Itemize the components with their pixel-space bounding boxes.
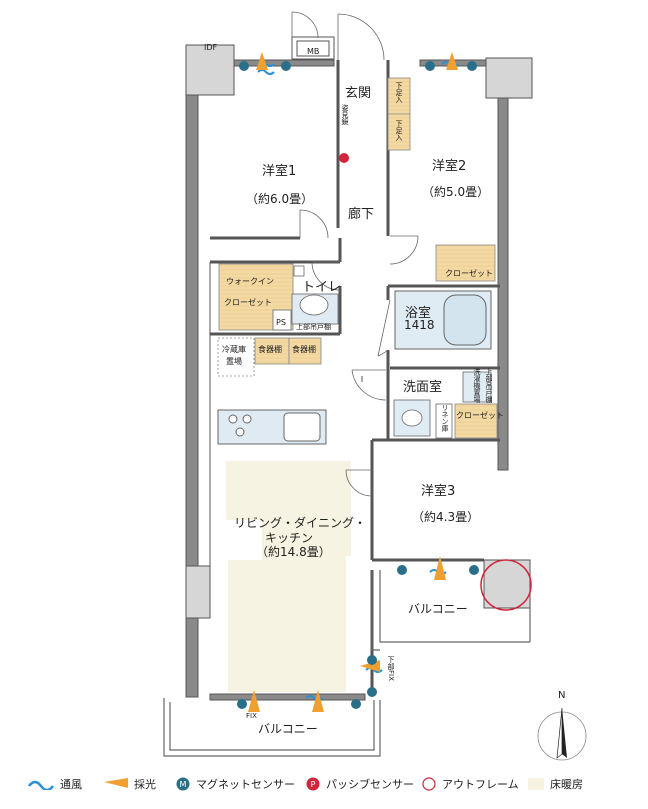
kitchen-counter [217, 409, 327, 445]
bathtub [394, 290, 492, 350]
linen-label: リネン庫 [441, 404, 449, 432]
svg-text:P: P [311, 780, 316, 789]
room-western1-title: 洋室1 [262, 164, 297, 179]
room-hallway: 廊下 [348, 207, 375, 222]
svg-text:M: M [180, 780, 187, 789]
legend-ventilation: 通風 [60, 778, 82, 791]
room-ldk-area: （約14.8畳） [256, 545, 331, 559]
legend-item-outframe: アウトフレーム [422, 774, 519, 794]
closets [217, 77, 498, 439]
legend-outframe: アウトフレーム [442, 778, 519, 791]
room-western2-title: 洋室2 [432, 159, 467, 174]
legend-item-magnet: M マグネットセンサー [176, 774, 295, 794]
door-swings [299, 209, 419, 497]
walkin-label-2: クローゼット [224, 298, 272, 307]
mb-label: MB [307, 47, 320, 56]
washing-machine-label: 洗濯機置場 [473, 368, 481, 403]
washroom-fixtures [393, 371, 492, 439]
floor-heat-swatch [528, 778, 544, 790]
entrance-door [291, 11, 385, 61]
shoe-cabinet-2: 下足入 [395, 120, 403, 141]
dish-cabinet-2: 食器棚 [292, 345, 316, 354]
fridge-label-2: 置場 [226, 357, 242, 366]
legend-item-passive: P パッシブセンサー [306, 774, 414, 794]
ventilation-icon [28, 780, 54, 790]
magnet-sensor-icon: M [176, 777, 190, 791]
toilet-room [272, 265, 339, 331]
room-balcony-east: バルコニー [408, 602, 468, 616]
shoe-cabinet-1: 下足入 [395, 82, 403, 103]
outframe-icon [422, 777, 436, 791]
idf-label: IDF [204, 43, 218, 52]
legend: 通風 [28, 774, 82, 794]
outframe-marker [480, 559, 532, 611]
dish-cabinet-1: 食器棚 [258, 345, 282, 354]
room-ldk-line2: キッチン [265, 531, 314, 545]
magnet-sensors [237, 61, 479, 709]
structural-columns [185, 44, 533, 619]
room-ldk-line1: リビング・ダイニング・ [234, 516, 367, 530]
daylight-icon [104, 778, 128, 788]
room-balcony-south: バルコニー [258, 722, 318, 736]
legend-item-daylight: 採光 [104, 774, 156, 794]
closet-washroom-label: クローゼット [456, 411, 504, 420]
legend-passive: パッシブセンサー [326, 778, 414, 791]
compass-icon [537, 707, 587, 761]
room-bath-size: 1418 [404, 318, 435, 332]
mb-box [291, 36, 335, 60]
room-bath-title: 浴室 [405, 306, 432, 321]
room-toilet: トイレ [302, 280, 342, 295]
compass-north-label: N [558, 690, 566, 701]
lower-fix-label: 下部FIX [387, 656, 395, 681]
fridge-label-1: 冷蔵庫 [222, 345, 246, 354]
toilet-shelf-label: 上部吊戸棚 [296, 323, 331, 331]
room-western3-area: （約4.3畳） [412, 510, 480, 524]
legend-item-floorheat: 床暖房 [528, 774, 583, 794]
floor-heating-area [226, 461, 351, 692]
legend-daylight: 採光 [134, 778, 156, 791]
closet-western2-label: クローゼット [445, 269, 493, 278]
room-western2-area: （約5.0畳） [422, 185, 490, 199]
balcony-outlines [163, 570, 531, 757]
walkin-label-1: ウォークイン [226, 277, 274, 286]
wash-shelf-label: 上部吊戸棚 [485, 368, 493, 403]
legend-magnet: マグネットセンサー [196, 778, 295, 791]
fix-label: FIX [246, 712, 257, 720]
ps-label: PS [276, 318, 286, 327]
legend-floorheat: 床暖房 [550, 778, 583, 791]
room-entrance: 玄関 [345, 86, 372, 101]
room-washroom: 洗面室 [403, 380, 443, 395]
room-western3-title: 洋室3 [421, 484, 456, 499]
mirror-label: 姿見鏡 [341, 104, 349, 125]
passive-sensor-icon: P [306, 777, 320, 791]
passive-sensor [339, 153, 349, 163]
room-western1-area: （約6.0畳） [246, 192, 314, 206]
